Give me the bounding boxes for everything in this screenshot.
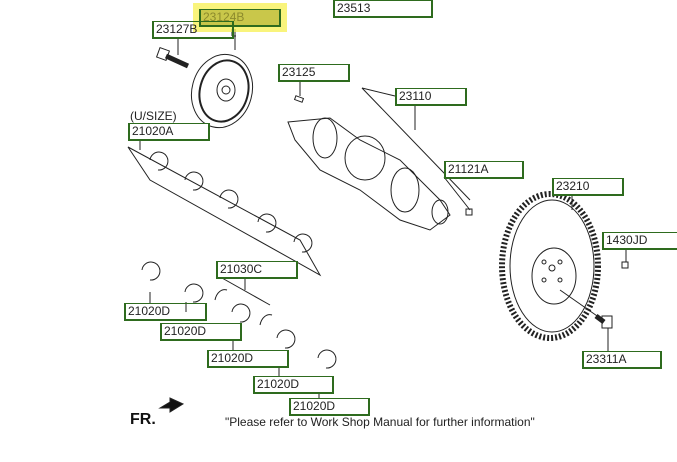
part-label-23311a[interactable]: 23311A	[582, 351, 662, 369]
flywheel-icon	[499, 191, 601, 341]
undersize-note: (U/SIZE)	[130, 109, 177, 123]
front-arrow-icon	[158, 397, 185, 413]
lower-bearings-icon	[141, 261, 337, 369]
part-label-23210[interactable]: 23210	[552, 178, 624, 196]
part-label-21020d[interactable]: 21020D	[289, 398, 370, 416]
part-label-21020d[interactable]: 21020D	[160, 323, 242, 341]
part-label-21020d[interactable]: 21020D	[124, 303, 207, 321]
part-label-23513[interactable]: 23513	[333, 0, 433, 18]
workshop-manual-note: "Please refer to Work Shop Manual for fu…	[225, 415, 535, 429]
part-label-23125[interactable]: 23125	[278, 64, 350, 82]
crankshaft-pulley-icon	[190, 53, 254, 129]
front-marker: FR.	[130, 411, 156, 428]
part-label-21020a[interactable]: 21020A	[128, 123, 210, 141]
part-label-21121a[interactable]: 21121A	[444, 161, 524, 179]
part-label-21030c[interactable]: 21030C	[216, 261, 298, 279]
highlight-23124b: 23124B	[193, 3, 287, 32]
part-label-21020d[interactable]: 21020D	[207, 350, 289, 368]
flywheel-bolt-icon	[594, 314, 613, 329]
part-label-23124b[interactable]: 23124B	[199, 9, 281, 27]
part-label-23127b[interactable]: 23127B	[152, 21, 234, 39]
upper-bearings-icon	[127, 146, 322, 277]
part-label-21020d[interactable]: 21020D	[253, 376, 334, 394]
crankshaft-icon	[287, 117, 451, 231]
part-label-23110[interactable]: 23110	[395, 88, 467, 106]
part-label-1430jd[interactable]: 1430JD	[602, 232, 677, 250]
pulley-bolt-icon	[155, 46, 190, 69]
